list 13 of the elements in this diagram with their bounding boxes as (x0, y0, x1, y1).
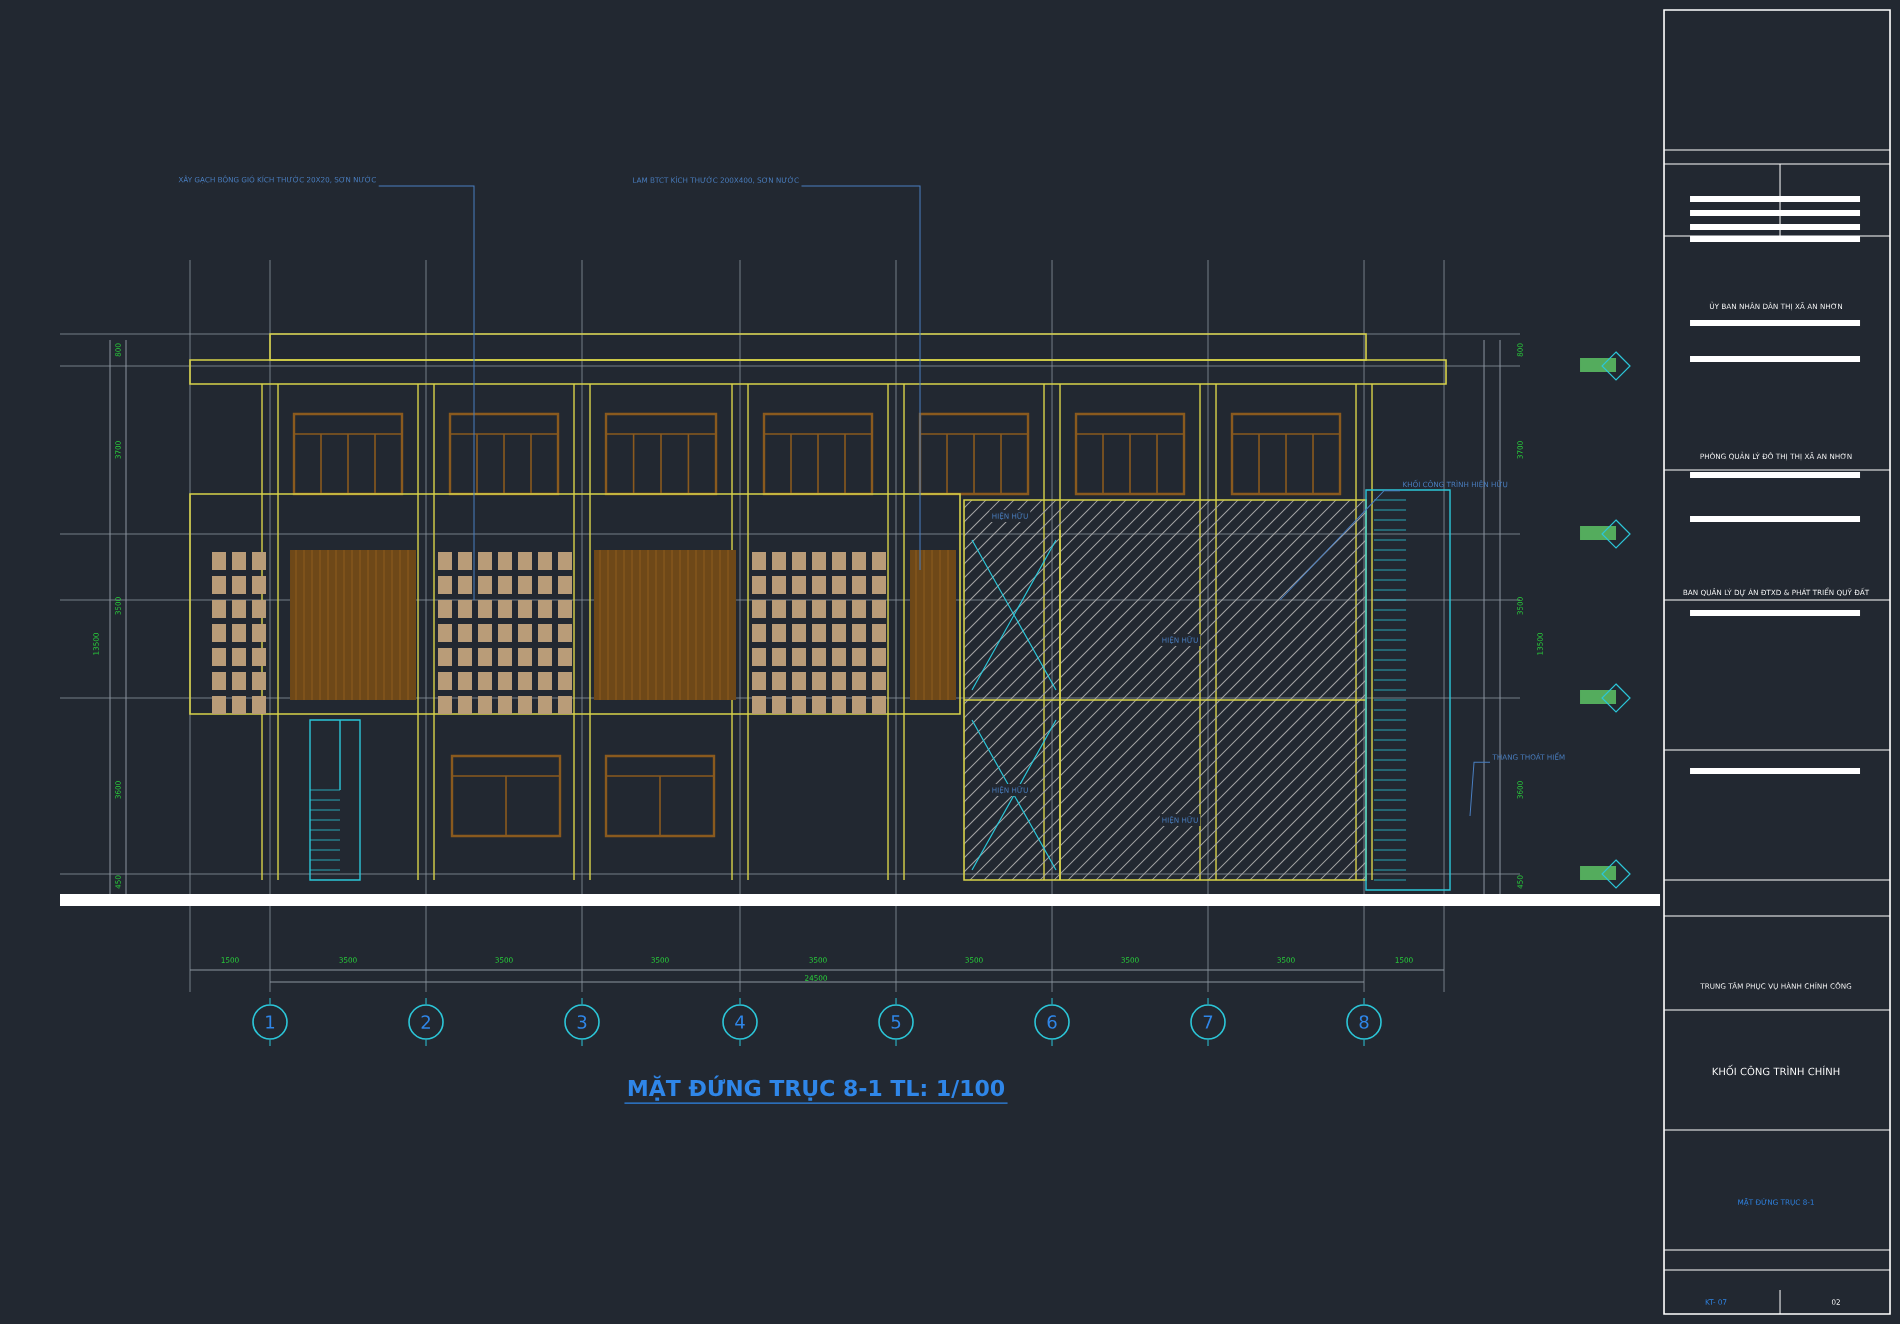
drawing-title: MẶT ĐỨNG TRỤC 8-1 TL: 1/100 (623, 1075, 1009, 1104)
leader-line (1279, 490, 1401, 601)
leader-line (1469, 761, 1491, 817)
axis-bubble: 4 (722, 1004, 758, 1040)
axis-bubble: 1 (252, 1004, 288, 1040)
axis-bubble: 5 (878, 1004, 914, 1040)
axis-bubble: 8 (1346, 1004, 1382, 1040)
axis-bubble: 3 (564, 1004, 600, 1040)
axis-bubble: 2 (408, 1004, 444, 1040)
axis-bubble: 7 (1190, 1004, 1226, 1040)
leader-line (378, 185, 475, 601)
axis-bubble: 6 (1034, 1004, 1070, 1040)
leader-line (801, 185, 921, 571)
